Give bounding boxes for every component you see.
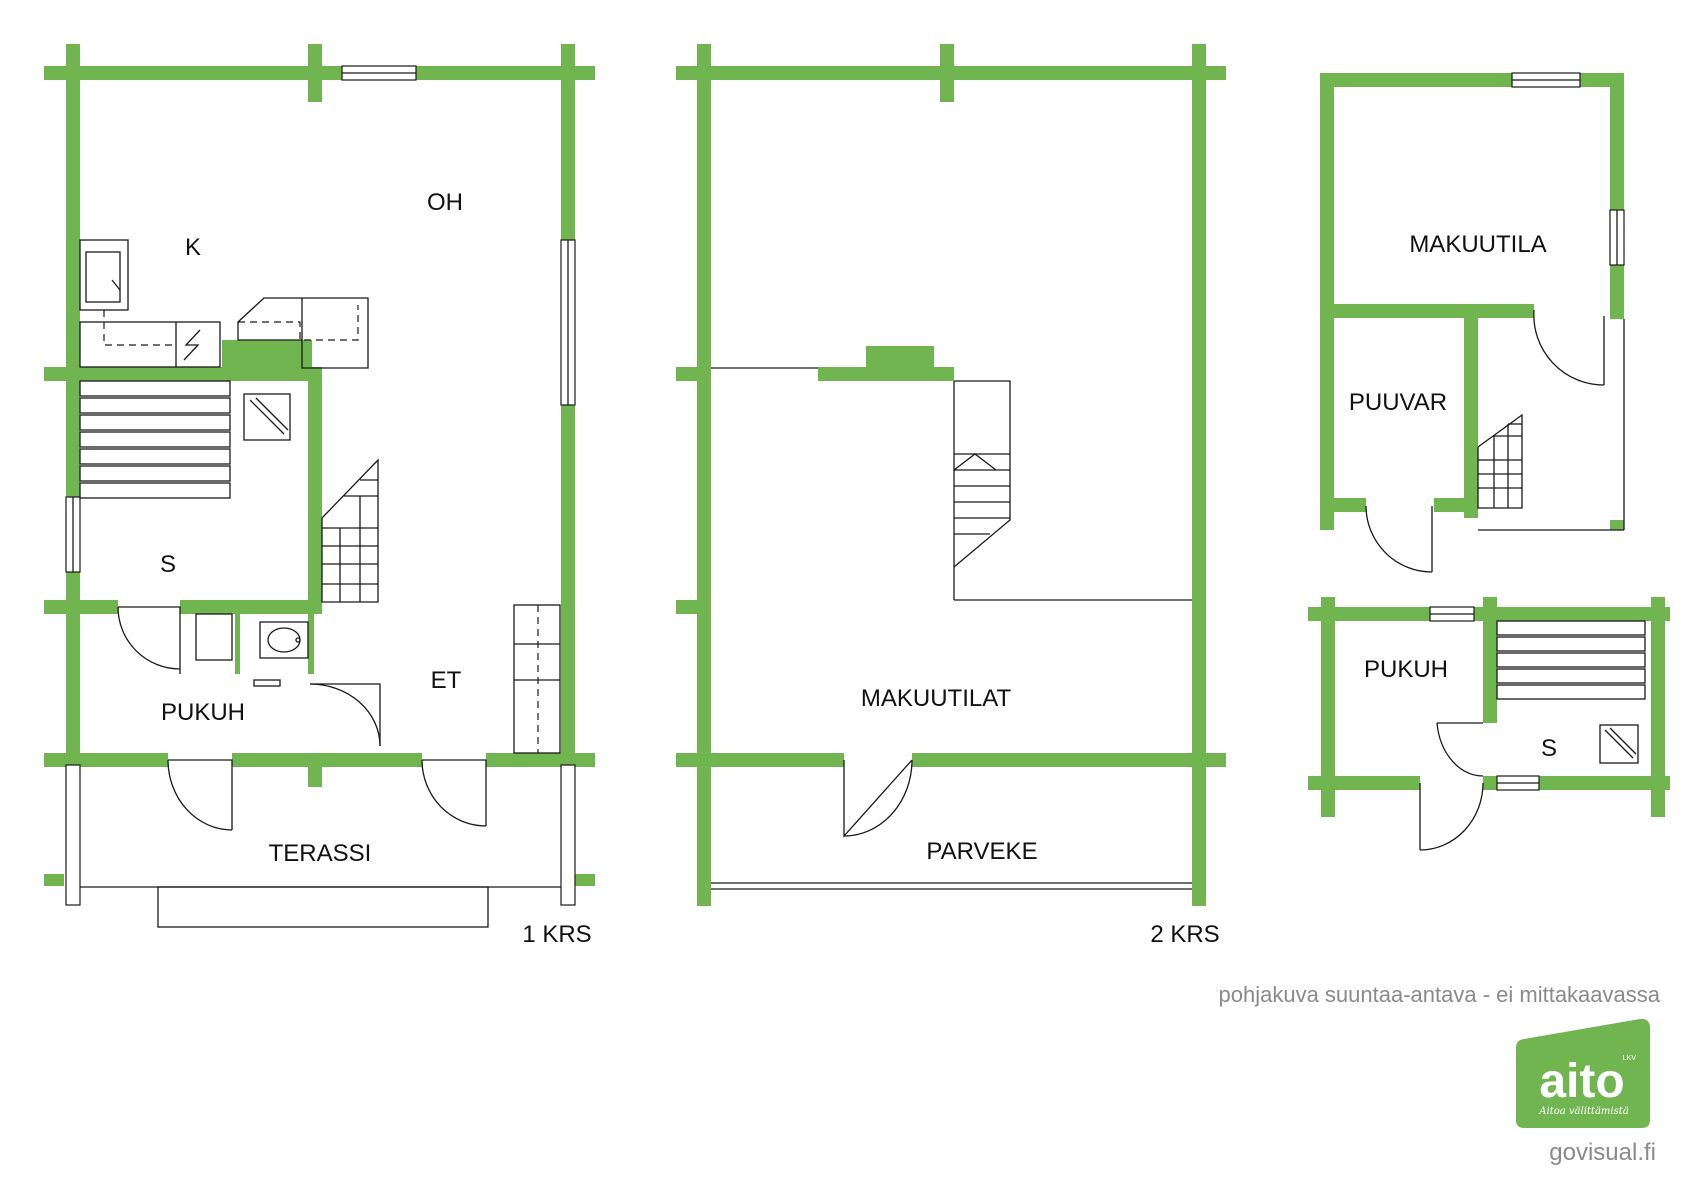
scale-disclaimer: pohjakuva suuntaa-antava - ei mittakaava… [1219,982,1661,1007]
outbuilding-upper-stairs [1477,413,1523,509]
floor-2-plan [676,44,1226,906]
floor-1-walls [44,44,595,886]
terrace-outline [80,886,561,928]
outbuilding-upper-walls [1320,73,1624,530]
floor-1-stairs [321,458,379,603]
hall-wardrobe [513,604,561,754]
sauna-building-stove-icon [1599,724,1639,764]
room-label-et: ET [431,667,462,694]
sauna-building-plan [1308,597,1670,851]
aito-logo: aito LKV Aitoa välittämistä [1516,1018,1650,1128]
room-label-k: K [185,234,201,261]
logo-text: aito [1539,1055,1624,1108]
outbuilding-upper-plan [1320,72,1625,573]
room-label-outbuilding-s: S [1541,735,1557,762]
sauna-building-walls [1308,597,1670,817]
floor-1-windows [65,65,576,906]
room-label-puuvar: PUUVAR [1349,389,1447,416]
shower-fixture [195,613,281,687]
room-label-outbuilding-pukuh: PUKUH [1364,656,1448,683]
room-label-terassi: TERASSI [269,840,372,867]
room-label-makuutila: MAKUUTILA [1409,231,1546,258]
sauna-building-doors [1419,722,1484,851]
outbuilding-upper-doors [1365,309,1625,573]
floor-2-title: 2 KRS [1150,921,1219,948]
credit-text: govisual.fi [1549,1139,1656,1166]
balcony-railing [711,882,1192,890]
sauna-building-windows [1429,606,1540,791]
room-labels: OH K S ET PUKUH TERASSI 1 KRS MAKUUTILAT… [160,189,1557,948]
floor-2-walls [676,44,1226,906]
room-label-s: S [160,551,176,578]
room-label-oh: OH [427,189,463,216]
logo-tag: LKV [1623,1055,1637,1062]
room-label-parveke: PARVEKE [926,838,1037,865]
outbuilding-upper-windows [1511,72,1625,266]
kitchen-fixtures [79,239,369,369]
floor-1-doors [117,606,487,831]
sauna-building-benches [1496,620,1646,700]
sauna-stove-icon [243,393,291,441]
floor-2-stairs [711,367,1192,601]
floor-2-doors [843,759,913,838]
room-label-makuutilat: MAKUUTILAT [861,685,1012,712]
floor-1-plan [44,44,595,928]
toilet-icon [259,621,309,659]
floor-1-sauna-benches [79,380,231,499]
logo-slogan: Aitoa välittämistä [1538,1106,1628,1117]
room-label-pukuh: PUKUH [161,699,245,726]
floor-1-title: 1 KRS [522,921,591,948]
